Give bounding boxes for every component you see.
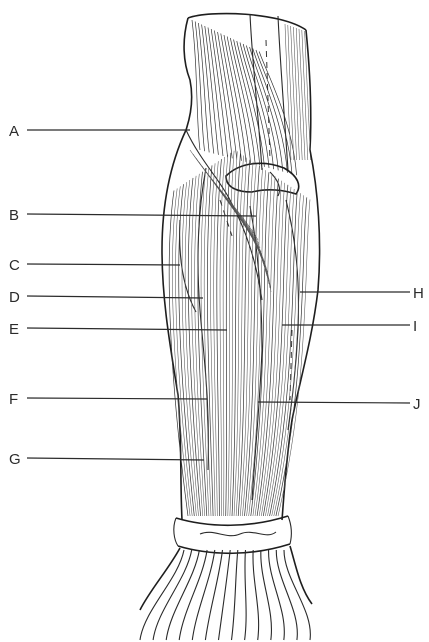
label-i-text: I: [413, 318, 417, 335]
upper-arm: [184, 14, 311, 176]
muscle-fiber: [221, 34, 242, 161]
label-a-text: A: [9, 123, 19, 140]
label-b: B: [9, 207, 256, 224]
label-i: I: [282, 318, 417, 335]
muscle-fiber: [293, 27, 299, 160]
muscle-fiber: [232, 550, 238, 640]
label-g-text: G: [9, 451, 21, 468]
label-f-text: F: [9, 391, 18, 408]
label-e-text: E: [9, 321, 19, 338]
muscle-fiber: [208, 28, 223, 157]
label-c: C: [9, 257, 180, 274]
muscle-fiber: [140, 550, 184, 640]
muscle-fiber: [299, 29, 305, 160]
label-g: G: [9, 451, 204, 468]
label-h-text: H: [413, 285, 424, 302]
muscle-fiber: [253, 550, 259, 640]
label-a: A: [9, 123, 190, 140]
forearm-illustration: [140, 14, 320, 640]
label-layer: A B C D E F G H: [9, 123, 424, 468]
muscle-fiber: [302, 30, 308, 160]
leader-line-c: [27, 264, 180, 265]
leader-line-b: [27, 214, 256, 216]
muscle-fiber: [217, 159, 222, 516]
leader-line-f: [27, 398, 207, 399]
label-d: D: [9, 289, 203, 306]
muscle-fiber: [153, 550, 192, 640]
hand-tendons: [140, 546, 312, 640]
leader-line-e: [27, 328, 227, 330]
muscle-fiber: [169, 191, 188, 517]
leader-line-d: [27, 296, 203, 298]
muscle-fiber: [291, 26, 297, 160]
muscle-fiber: [214, 161, 219, 516]
muscle-fiber: [223, 155, 228, 516]
label-e: E: [9, 321, 227, 338]
wrist-band: [174, 516, 291, 553]
label-j-text: J: [413, 396, 421, 413]
muscle-fiber: [226, 153, 231, 516]
muscle-fiber: [245, 550, 247, 640]
leader-line-j: [258, 402, 410, 403]
muscle-fiber: [191, 176, 202, 516]
muscle-fiber: [204, 168, 211, 517]
label-c-text: C: [9, 257, 20, 274]
leader-line-g: [27, 458, 204, 460]
muscle-fiber: [192, 20, 200, 150]
muscle-fiber: [296, 28, 302, 160]
muscle-fiber: [211, 29, 227, 157]
label-b-text: B: [9, 207, 19, 224]
label-d-text: D: [9, 289, 20, 306]
muscle-fiber: [230, 38, 255, 164]
